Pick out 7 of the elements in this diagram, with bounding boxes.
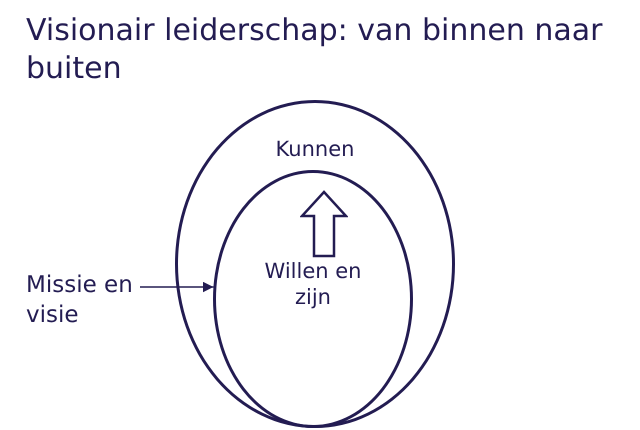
arrow [140, 282, 214, 292]
inner-circle [213, 170, 413, 428]
title: Visionair leiderschap: van binnen naar buiten [26, 12, 604, 88]
node-label: Willen en zijn [264, 258, 362, 310]
outer-circle [175, 100, 455, 428]
label-text: Missie en visie [26, 271, 134, 330]
node-label: Kunnen [274, 136, 356, 162]
